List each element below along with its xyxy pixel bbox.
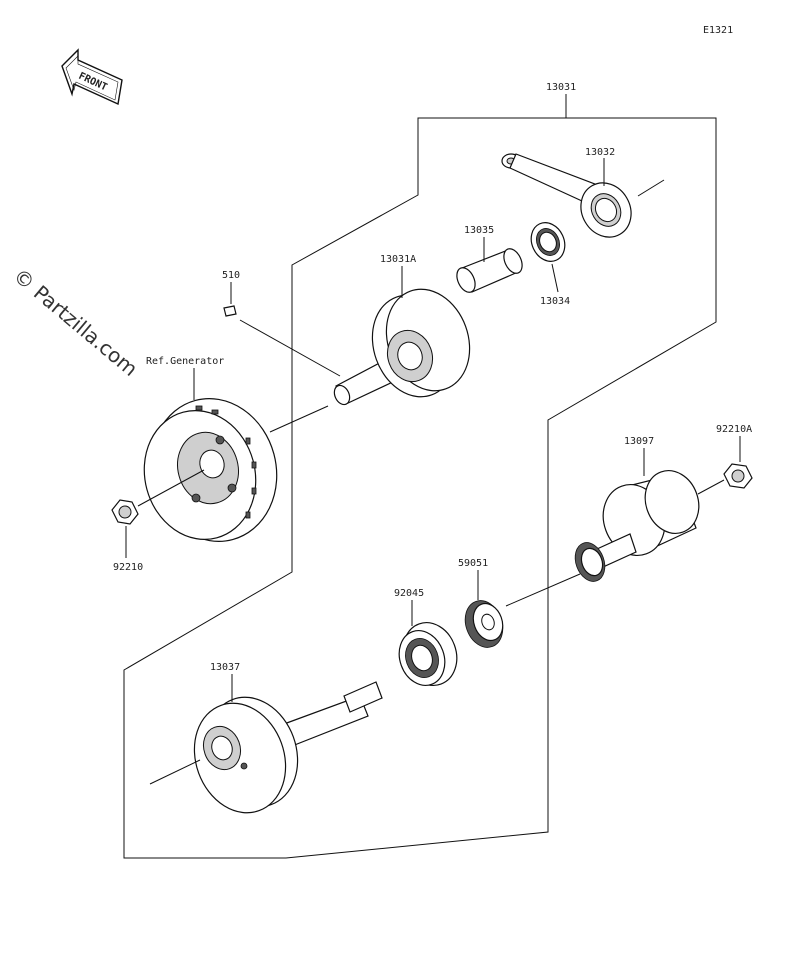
needle-bearing <box>530 222 566 262</box>
crank-pin <box>456 248 523 293</box>
label-13034: 13034 <box>540 296 570 307</box>
label-13031: 13031 <box>546 82 576 93</box>
assy-boundary-upper <box>123 117 717 859</box>
label-510: 510 <box>222 270 240 281</box>
label-92210A: 92210A <box>716 424 752 435</box>
ball-bearing <box>398 622 458 686</box>
label-13035: 13035 <box>464 225 494 236</box>
generator-rotor <box>143 398 329 542</box>
nut-92210A <box>697 463 753 495</box>
woodruff-key <box>223 305 237 317</box>
watermark: © Partzilla.com <box>9 263 143 381</box>
nut-92210 <box>111 469 205 525</box>
label-59051: 59051 <box>458 558 488 569</box>
label-92210: 92210 <box>113 562 143 573</box>
balancer-shaft <box>505 470 700 607</box>
gear-59051 <box>464 600 504 648</box>
crankshaft-left <box>333 288 471 406</box>
label-92045: 92045 <box>394 588 424 599</box>
label-ref-generator[interactable]: Ref.Generator <box>146 356 224 367</box>
diagram-code: E1321 <box>703 25 733 36</box>
label-13037: 13037 <box>210 662 240 673</box>
front-arrow-icon: FRONT <box>61 48 123 106</box>
crankshaft-right <box>149 681 383 814</box>
label-13031A: 13031A <box>380 254 416 265</box>
label-13097: 13097 <box>624 436 654 447</box>
label-13032: 13032 <box>585 147 615 158</box>
connecting-rod <box>501 153 665 238</box>
